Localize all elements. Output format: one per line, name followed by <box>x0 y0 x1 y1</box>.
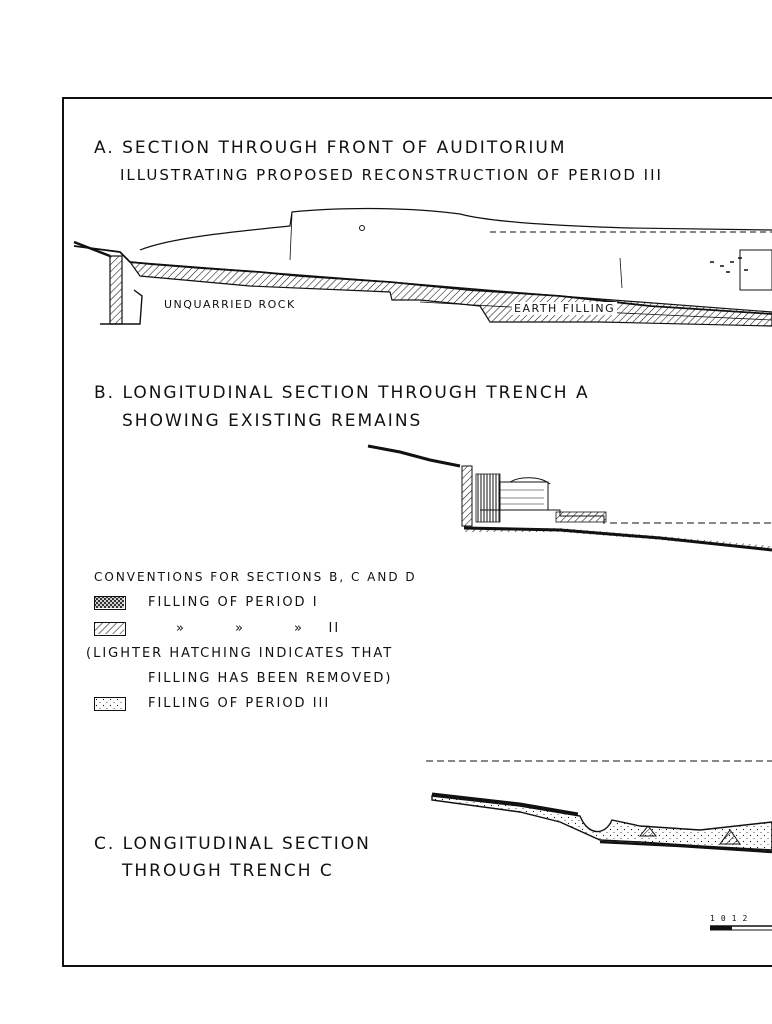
scale-bar <box>710 925 772 931</box>
section-b-drawing <box>367 444 772 552</box>
scale-tick-label: 2 <box>742 914 754 923</box>
swatch-period-1 <box>94 596 126 610</box>
swatch-period-3 <box>94 697 126 711</box>
conventions-heading: CONVENTIONS FOR SECTIONS B, C AND D <box>94 570 417 584</box>
legend-note-line2: FILLING HAS BEEN REMOVED) <box>148 671 393 686</box>
label-unquarried-rock: UNQUARRIED ROCK <box>164 298 296 311</box>
section-b-title: B. LONGITUDINAL SECTION THROUGH TRENCH A <box>94 383 590 403</box>
section-c-title: C. LONGITUDINAL SECTION <box>94 834 371 854</box>
legend-period-2: » » » II <box>176 621 341 636</box>
section-c-subtitle: THROUGH TRENCH C <box>122 861 334 881</box>
scale-tick-label: 0 <box>720 914 732 923</box>
section-b-subtitle: SHOWING EXISTING REMAINS <box>122 411 423 431</box>
scale-tick-label: 1 <box>710 914 721 923</box>
section-a-title: A. SECTION THROUGH FRONT OF AUDITORIUM <box>94 138 567 158</box>
label-earth-filling: EARTH FILLING <box>512 302 618 315</box>
scale-tick-label: 1 <box>731 914 743 923</box>
section-a-subtitle: ILLUSTRATING PROPOSED RECONSTRUCTION OF … <box>120 166 663 184</box>
legend-note-line1: (LIGHTER HATCHING INDICATES THAT <box>86 646 394 661</box>
legend-period-1: FILLING OF PERIOD I <box>148 595 319 610</box>
drawing-frame <box>62 97 772 967</box>
scale-bar-labels: 1012 <box>710 914 753 923</box>
legend-period-3: FILLING OF PERIOD III <box>148 696 331 711</box>
swatch-period-2 <box>94 622 126 636</box>
section-c-drawing <box>426 760 772 854</box>
